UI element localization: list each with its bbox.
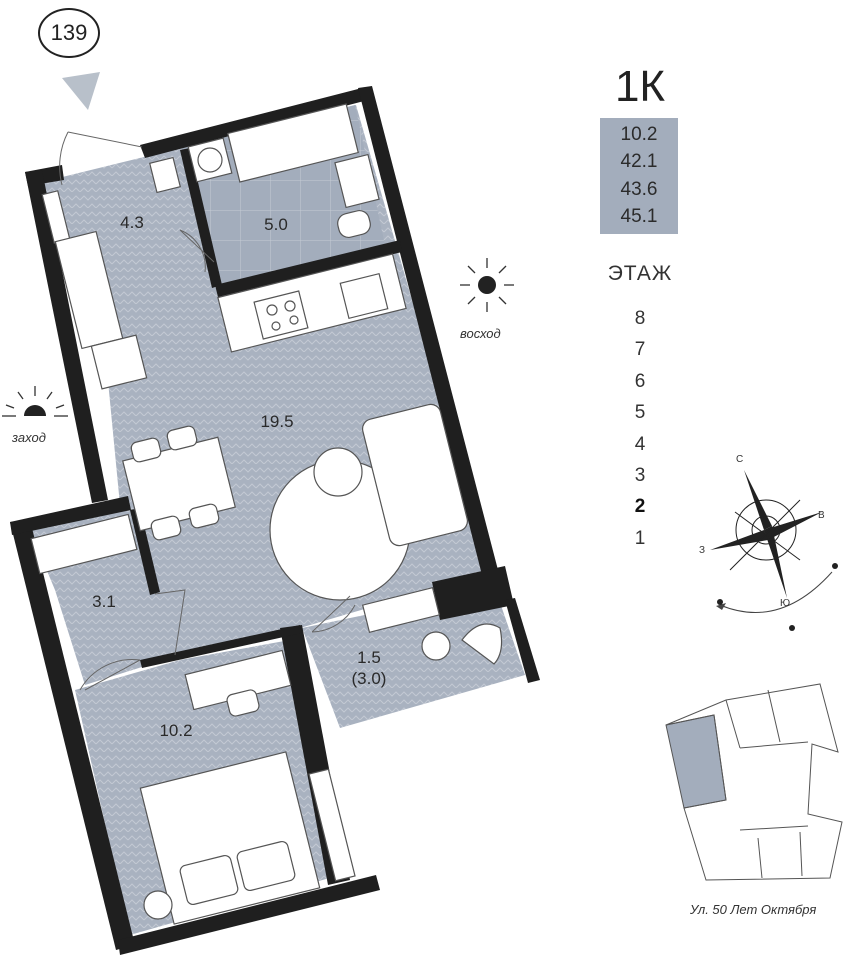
bedroom-lamp: [143, 890, 173, 920]
room-area-hall: 4.3: [120, 213, 144, 232]
wall-kitchen-partition: [215, 240, 402, 297]
wall-right-main: [358, 86, 498, 575]
balcony-chair: [461, 623, 503, 665]
built-in-wardrobe: [30, 513, 138, 575]
pillow: [236, 840, 296, 892]
hall-fixtures: [41, 156, 469, 601]
pillow: [179, 854, 239, 906]
balcony-fixtures: [361, 586, 503, 665]
room-area-balcony: 1.5: [357, 648, 381, 667]
kitchen-sink: [339, 272, 389, 320]
dining-chair: [130, 437, 162, 463]
dining-chair: [188, 503, 220, 529]
area-full: 45.1: [620, 206, 658, 228]
floor-item[interactable]: 3: [634, 464, 646, 486]
balcony-door: [311, 595, 356, 633]
compass-north: С: [736, 454, 744, 465]
sink-cabinet: [334, 153, 380, 209]
burner: [284, 300, 296, 312]
balcony-bench: [361, 586, 441, 634]
wall-left-top-ledge: [10, 496, 131, 535]
sunset-label: заход: [12, 430, 46, 445]
floor-item[interactable]: 6: [634, 370, 646, 392]
compass-west: З: [699, 545, 706, 556]
wall-top: [140, 88, 368, 158]
room-area-living: 19.5: [260, 412, 294, 431]
wall-left-outer: [10, 520, 135, 950]
floor-item[interactable]: 7: [634, 339, 646, 361]
site-plan: [665, 683, 843, 881]
burner: [266, 304, 278, 316]
floor-item[interactable]: 1: [634, 527, 646, 549]
wall-balcony-right: [505, 598, 540, 683]
bedroom-window: [308, 768, 356, 882]
balcony-table: [421, 631, 451, 661]
burner: [271, 321, 281, 331]
wall-left-upper: [25, 170, 108, 503]
bedroom-door: [79, 659, 141, 691]
floor-item[interactable]: 8: [634, 308, 646, 329]
burner: [289, 315, 299, 325]
balcony-floor: [302, 588, 525, 728]
sunrise-icon: [460, 258, 514, 312]
walls: [10, 86, 540, 955]
entrance-door: [59, 131, 143, 186]
compass-rose-icon: [710, 470, 838, 631]
floor-item[interactable]: 5: [634, 402, 646, 424]
bathroom-door: [179, 229, 215, 273]
unit-number-badge: 139: [38, 8, 100, 58]
bedroom-fixtures: [30, 513, 356, 925]
street-label: Ул. 50 Лет Октября: [690, 902, 817, 917]
fridge: [90, 334, 148, 390]
compass-east: В: [818, 510, 825, 521]
room-area-balcony-total: (3.0): [351, 669, 387, 688]
area-with-balcony: 43.6: [620, 178, 658, 200]
entrance-arrow-icon: [62, 72, 100, 110]
wall-corridor-bottom: [140, 625, 302, 668]
wall-wardrobe-split: [130, 508, 160, 595]
dining-chair: [150, 515, 182, 541]
wall-bath-left: [180, 148, 222, 288]
desk-chair: [226, 689, 260, 717]
area-living: 10.2: [620, 123, 658, 145]
doors: [59, 131, 356, 691]
cabinet: [149, 156, 181, 194]
room-area-wardrobe: 3.1: [92, 592, 116, 611]
area-panel: 10.2 42.1 43.6 45.1: [600, 118, 678, 234]
sunrise-label: восход: [460, 326, 501, 341]
dining-chair: [166, 425, 198, 451]
sofa: [361, 403, 469, 547]
floor-title: ЭТАЖ: [607, 262, 673, 285]
floor-item-current[interactable]: 2: [634, 496, 646, 518]
wardrobe-door: [154, 589, 186, 656]
site-plan-highlight: [665, 714, 727, 809]
rooms-type-label: 1К: [614, 62, 666, 111]
floor-item[interactable]: 4: [634, 433, 646, 455]
area-total: 42.1: [620, 151, 658, 173]
wall-bottom: [118, 875, 380, 955]
room-area-bathroom: 5.0: [264, 215, 288, 234]
room-area-bedroom: 10.2: [159, 721, 193, 740]
washing-machine-drum: [197, 147, 223, 173]
coffee-table: [313, 447, 363, 497]
sunset-icon: [2, 386, 68, 417]
compass-south: Ю: [780, 598, 791, 609]
wall-balcony-block: [432, 566, 514, 620]
toilet: [337, 210, 371, 238]
bathroom-fixtures: [187, 103, 380, 238]
bathtub: [227, 103, 359, 183]
floor-list: 8 7 6 5 4 3 2 1: [620, 303, 660, 554]
